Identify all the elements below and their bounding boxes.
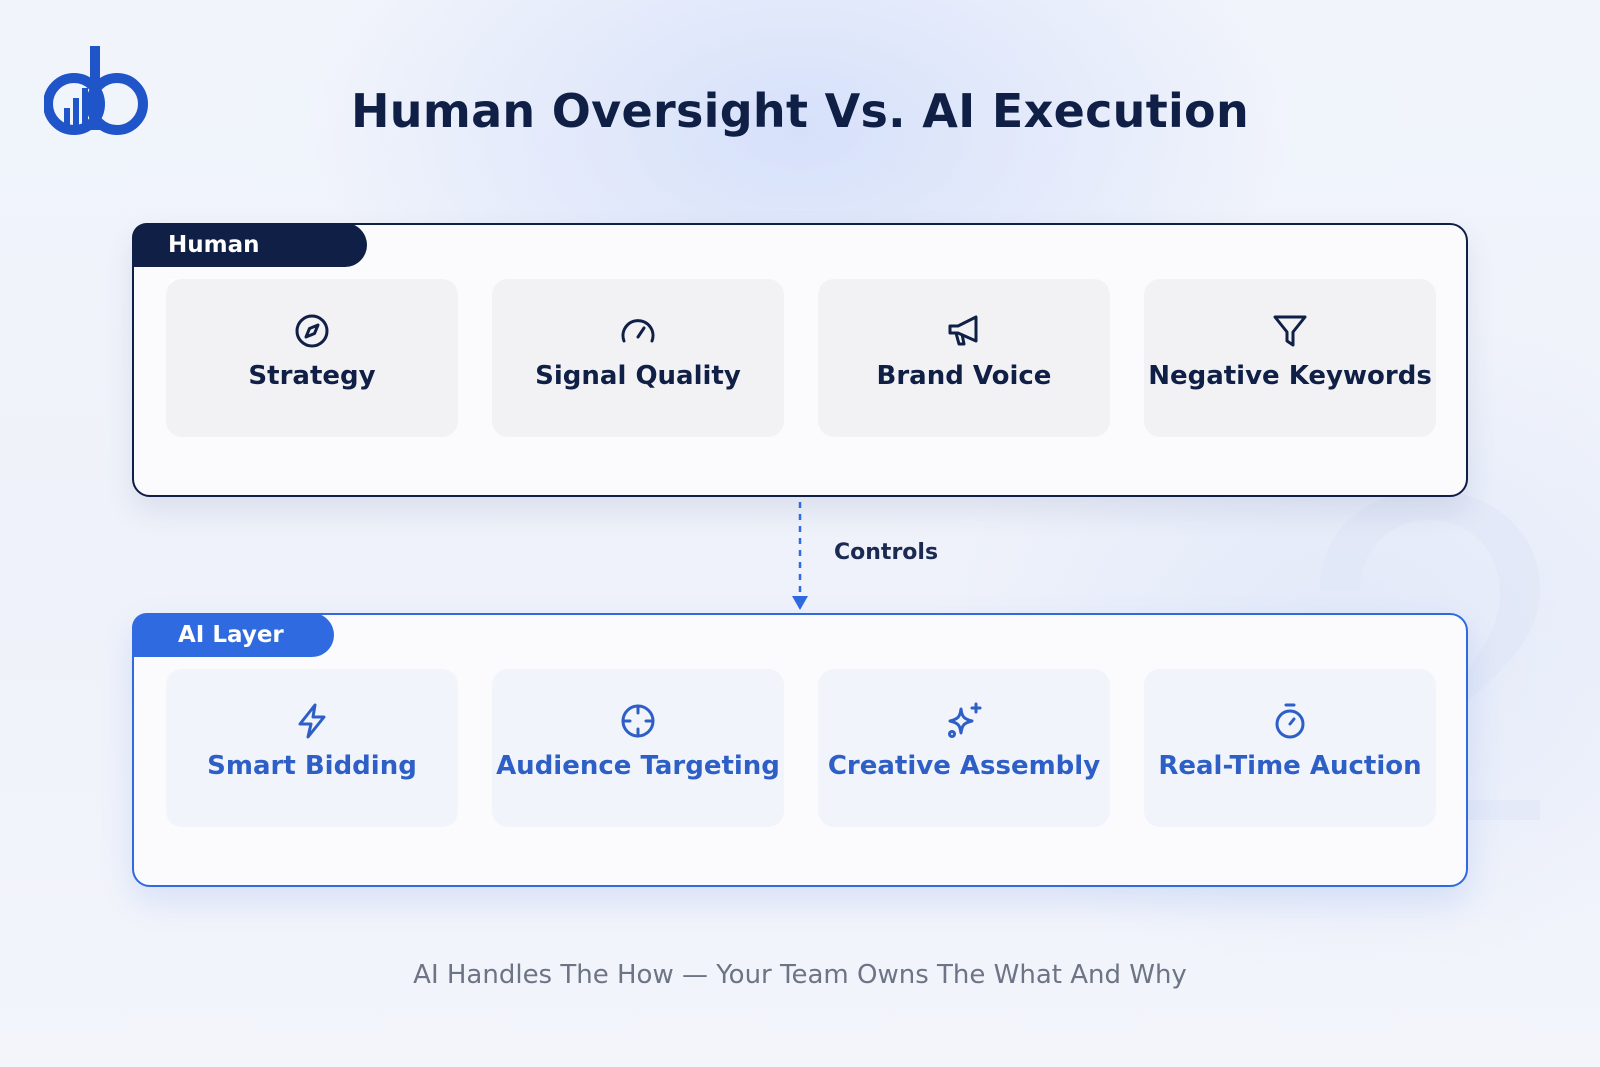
card-strategy: Strategy	[166, 279, 458, 437]
footer-tagline: AI Handles The How — Your Team Owns The …	[413, 960, 1187, 990]
brand-logo	[44, 46, 148, 135]
filter-icon	[1273, 315, 1307, 347]
card-smart-bidding: Smart Bidding	[166, 669, 458, 827]
ai-layer-tag: AI Layer	[132, 613, 334, 657]
card-label: Negative Keywords	[1148, 361, 1432, 391]
card-creative-assembly: Creative Assembly	[818, 669, 1110, 827]
ai-layer-panel: AI Layer Smart Bidding Audience Targetin…	[132, 613, 1468, 887]
card-label: Audience Targeting	[496, 751, 780, 781]
crosshair-icon	[621, 704, 655, 738]
card-label: Smart Bidding	[207, 751, 417, 781]
stopwatch-icon	[1275, 703, 1305, 739]
gauge-icon	[621, 319, 655, 343]
card-real-time-auction: Real-Time Auction	[1144, 669, 1436, 827]
card-brand-voice: Brand Voice	[818, 279, 1110, 437]
megaphone-icon	[948, 315, 978, 346]
card-label: Strategy	[248, 361, 376, 391]
compass-icon	[295, 314, 329, 348]
human-layer-panel: Human Layer Strategy Signal Quality Bran…	[132, 223, 1468, 497]
card-label: Brand Voice	[876, 361, 1052, 391]
card-audience-targeting: Audience Targeting	[492, 669, 784, 827]
card-signal-quality: Signal Quality	[492, 279, 784, 437]
controls-arrow	[792, 502, 808, 610]
sparkles-icon	[948, 702, 982, 738]
controls-label: Controls	[834, 540, 939, 565]
card-label: Signal Quality	[535, 361, 741, 391]
human-layer-tag: Human Layer	[132, 223, 367, 302]
page-title: Human Oversight Vs. AI Execution	[351, 84, 1249, 138]
card-label: Real-Time Auction	[1158, 751, 1422, 781]
lightning-icon	[298, 703, 326, 739]
card-label: Creative Assembly	[827, 751, 1101, 781]
card-negative-keywords: Negative Keywords	[1144, 279, 1436, 437]
